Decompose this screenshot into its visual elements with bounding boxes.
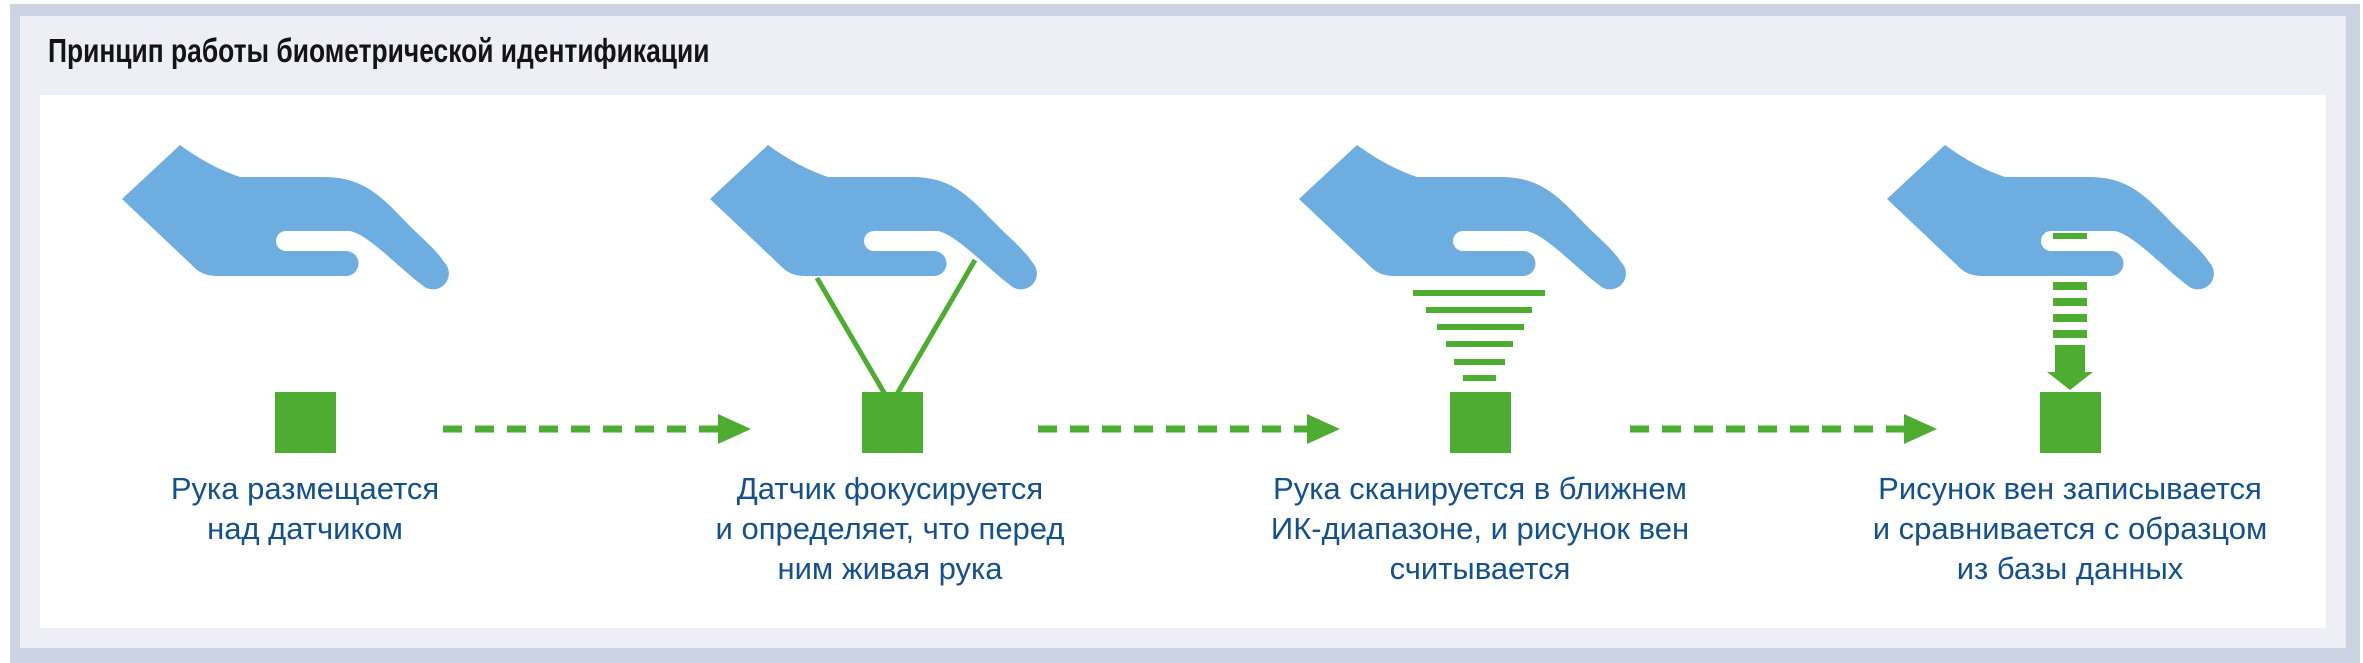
hand-ir-scan-icon [1299, 145, 1626, 290]
step-caption: Рука сканируется в ближнем ИК-диапазоне,… [1270, 471, 1690, 586]
infographic-frame: Принцип работы биометрической идентифика… [10, 4, 2360, 663]
step-caption: Рука размещается над датчиком [170, 471, 440, 546]
infographic-title: Принцип работы биометрической идентифика… [48, 32, 710, 69]
hand-record-compare-icon [1887, 145, 2214, 290]
diagram-canvas: Рука размещается над датчиком Датчик фок… [40, 95, 2326, 628]
flow-arrow-icon [1038, 414, 1340, 444]
sensor-square [275, 392, 336, 453]
step-caption: Рисунок вен записывается и сравнивается … [1872, 471, 2268, 586]
sensor-square [862, 392, 923, 453]
sensor-square [2040, 392, 2101, 453]
hand-over-sensor-icon [122, 145, 449, 290]
hand-focus-beams-icon [710, 145, 1037, 290]
flow-arrow-icon [443, 414, 751, 444]
ir-scan-lines [1413, 290, 1545, 381]
record-download-arrow [2047, 233, 2093, 390]
diagram-graphics [122, 145, 2214, 453]
step-caption: Датчик фокусируется и определяет, что пе… [715, 471, 1065, 586]
flow-arrow-icon [1630, 414, 1937, 444]
sensor-square [1450, 392, 1511, 453]
focus-beam-lines [814, 258, 978, 398]
infographic-panel: Принцип работы биометрической идентифика… [20, 16, 2346, 648]
